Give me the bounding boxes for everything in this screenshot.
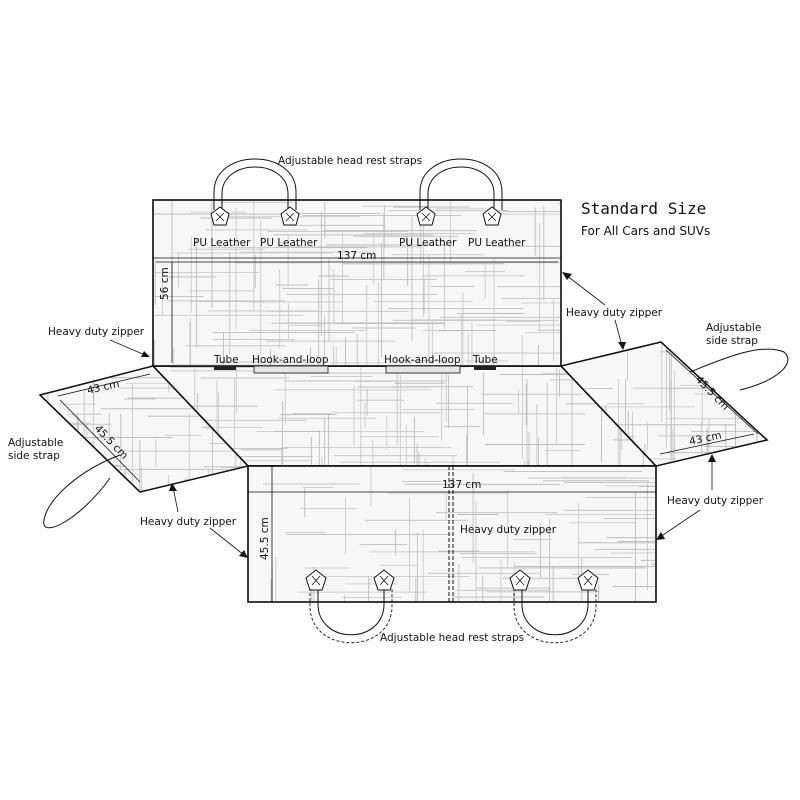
zipper-bottom-left-label: Heavy duty zipper [140,516,237,528]
bottom-width-dimension: 137 cm [442,479,481,491]
headrest-strap-top-right [419,158,503,210]
callout-zipper-bottom-left: Heavy duty zipper [140,483,248,558]
center-zipper-line [448,466,454,602]
hook-loop-right-label: Hook-and-loop [384,354,461,366]
callout-zipper-right-bottom: Heavy duty zipper [656,454,764,540]
front-panel [247,465,657,603]
side-strap-right-label-2: side strap [706,335,758,347]
pu-leather-label-4: PU Leather [468,237,526,249]
side-strap-left-label-1: Adjustable [8,437,63,449]
headrest-strap-bottom-right [513,588,597,644]
tube-right [474,366,496,370]
straps-top-label: Adjustable head rest straps [278,155,422,167]
tube-right-label: Tube [472,354,498,366]
headrest-strap-bottom-left [309,588,393,644]
hook-loop-left-label: Hook-and-loop [252,354,329,366]
backrest-panel [152,199,562,367]
pu-leather-tab-3 [416,206,436,226]
pu-leather-tab-8 [577,569,599,591]
headrest-strap-top-left [213,158,297,210]
pu-leather-tab-4 [482,206,502,226]
zipper-left-label: Heavy duty zipper [48,326,145,338]
diagram-title: Standard Size [581,199,706,218]
pu-leather-label-2: PU Leather [260,237,318,249]
pu-leather-tab-1 [210,206,230,226]
tube-left [214,366,236,370]
side-strap-right [689,348,789,391]
bottom-width-label: 137 cm [442,479,481,491]
diagram-subtitle: For All Cars and SUVs [581,224,710,238]
top-width-dimension: 137 cm [156,250,558,263]
hook-loop-strip-left [253,365,329,374]
bottom-height-label: 45.5 cm [259,517,271,560]
hook-loop-strip-right [385,365,461,374]
side-strap-left-label-2: side strap [8,450,60,462]
side-strap-left [43,454,121,529]
zipper-center-label: Heavy duty zipper [460,524,557,536]
pu-leather-label-1: PU Leather [193,237,251,249]
side-strap-right-label-1: Adjustable [706,322,761,334]
tube-left-label: Tube [213,354,239,366]
straps-bottom-label: Adjustable head rest straps [380,632,524,644]
pu-leather-tab-7 [509,569,531,591]
pu-leather-tab-6 [373,569,395,591]
pu-leather-label-3: PU Leather [399,237,457,249]
callout-zipper-right-top: Heavy duty zipper [562,272,663,350]
zipper-right-top-label: Heavy duty zipper [566,307,663,319]
bottom-height-dimension: 45.5 cm [259,517,271,560]
pu-leather-tab-2 [280,206,300,226]
pu-leather-tab-5 [305,569,327,591]
zipper-right-bottom-label: Heavy duty zipper [667,495,764,507]
callout-zipper-left: Heavy duty zipper [48,326,150,357]
top-width-label: 137 cm [337,250,376,262]
top-height-label: 56 cm [159,267,171,300]
top-height-dimension: 56 cm [159,262,173,363]
